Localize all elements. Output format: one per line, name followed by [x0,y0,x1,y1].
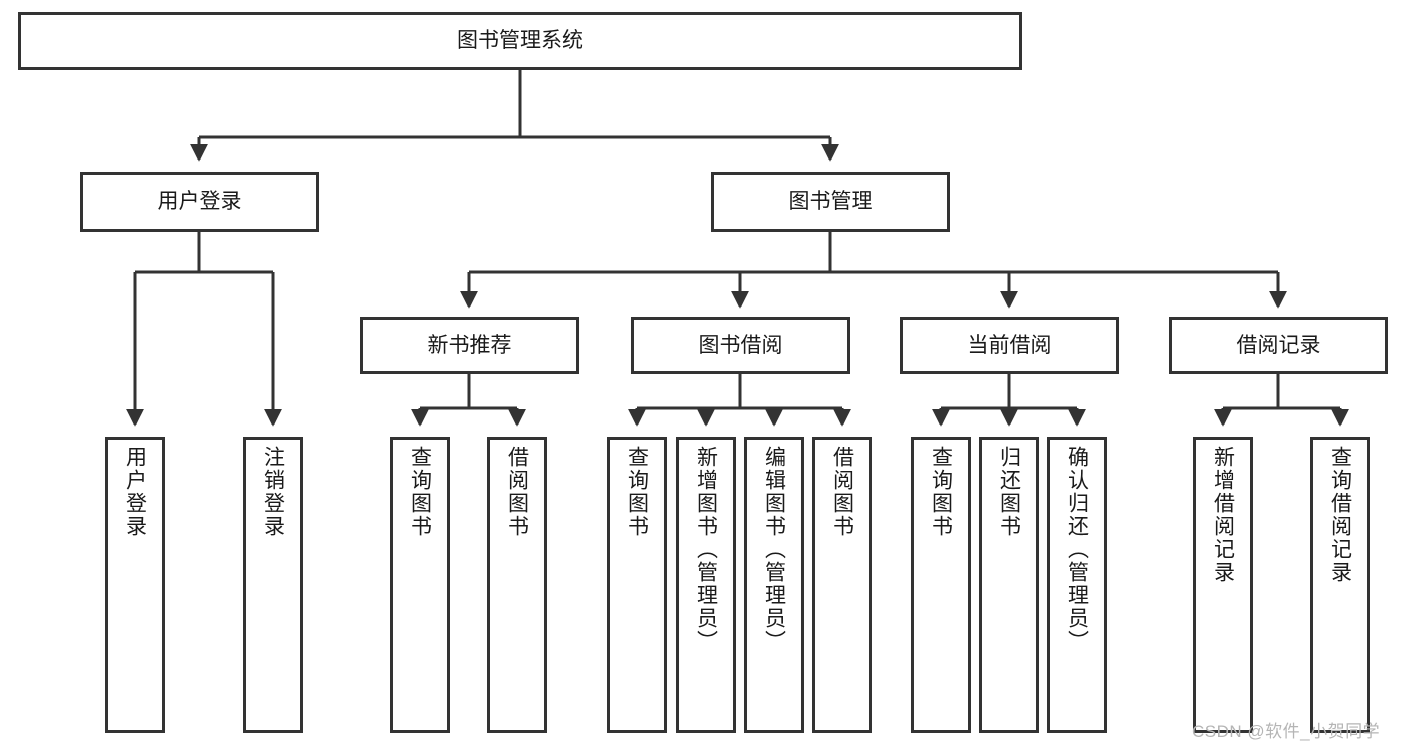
node-leaf-logout-login[interactable]: 注销登录 [243,437,303,733]
node-leaf-borrow-book-2-label: 借阅图书 [830,446,854,538]
node-leaf-return-book[interactable]: 归还图书 [979,437,1039,733]
node-leaf-borrow-book-1-label: 借阅图书 [505,446,529,538]
node-leaf-query-book-1[interactable]: 查询图书 [390,437,450,733]
node-leaf-confirm-return-label: 确认归还（管理员） [1065,446,1089,653]
node-leaf-query-record-label: 查询借阅记录 [1328,446,1352,584]
node-book-borrow[interactable]: 图书借阅 [631,317,850,374]
node-leaf-user-login-label: 用户登录 [123,446,147,538]
node-leaf-query-book-3[interactable]: 查询图书 [911,437,971,733]
node-leaf-add-book-label: 新增图书（管理员） [694,446,718,653]
node-current-borrow[interactable]: 当前借阅 [900,317,1119,374]
node-leaf-borrow-book-1[interactable]: 借阅图书 [487,437,547,733]
node-leaf-logout-login-label: 注销登录 [261,446,285,538]
node-new-book-recommend[interactable]: 新书推荐 [360,317,579,374]
node-borrow-record-label: 借阅记录 [1236,333,1321,357]
node-leaf-query-book-2[interactable]: 查询图书 [607,437,667,733]
node-leaf-query-record[interactable]: 查询借阅记录 [1310,437,1370,733]
node-leaf-add-book[interactable]: 新增图书（管理员） [676,437,736,733]
node-leaf-borrow-book-2[interactable]: 借阅图书 [812,437,872,733]
csdn-watermark: CSDN @软件_小贺同学 [1192,722,1381,741]
node-user-login-label: 用户登录 [157,190,242,214]
node-borrow-record[interactable]: 借阅记录 [1169,317,1388,374]
node-leaf-return-book-label: 归还图书 [997,446,1021,538]
node-book-manage-label: 图书管理 [788,190,873,214]
node-new-book-recommend-label: 新书推荐 [427,333,512,357]
node-leaf-query-book-1-label: 查询图书 [408,446,432,538]
node-leaf-add-record-label: 新增借阅记录 [1211,446,1235,584]
node-book-manage[interactable]: 图书管理 [711,172,950,232]
node-leaf-add-record[interactable]: 新增借阅记录 [1193,437,1253,733]
node-current-borrow-label: 当前借阅 [967,333,1052,357]
node-leaf-user-login[interactable]: 用户登录 [105,437,165,733]
node-user-login[interactable]: 用户登录 [80,172,319,232]
node-leaf-query-book-2-label: 查询图书 [625,446,649,538]
node-book-borrow-label: 图书借阅 [698,333,783,357]
node-leaf-edit-book-label: 编辑图书（管理员） [762,446,786,653]
node-leaf-query-book-3-label: 查询图书 [929,446,953,538]
node-root-label: 图书管理系统 [457,29,583,53]
node-root[interactable]: 图书管理系统 [18,12,1022,70]
node-leaf-confirm-return[interactable]: 确认归还（管理员） [1047,437,1107,733]
node-leaf-edit-book[interactable]: 编辑图书（管理员） [744,437,804,733]
